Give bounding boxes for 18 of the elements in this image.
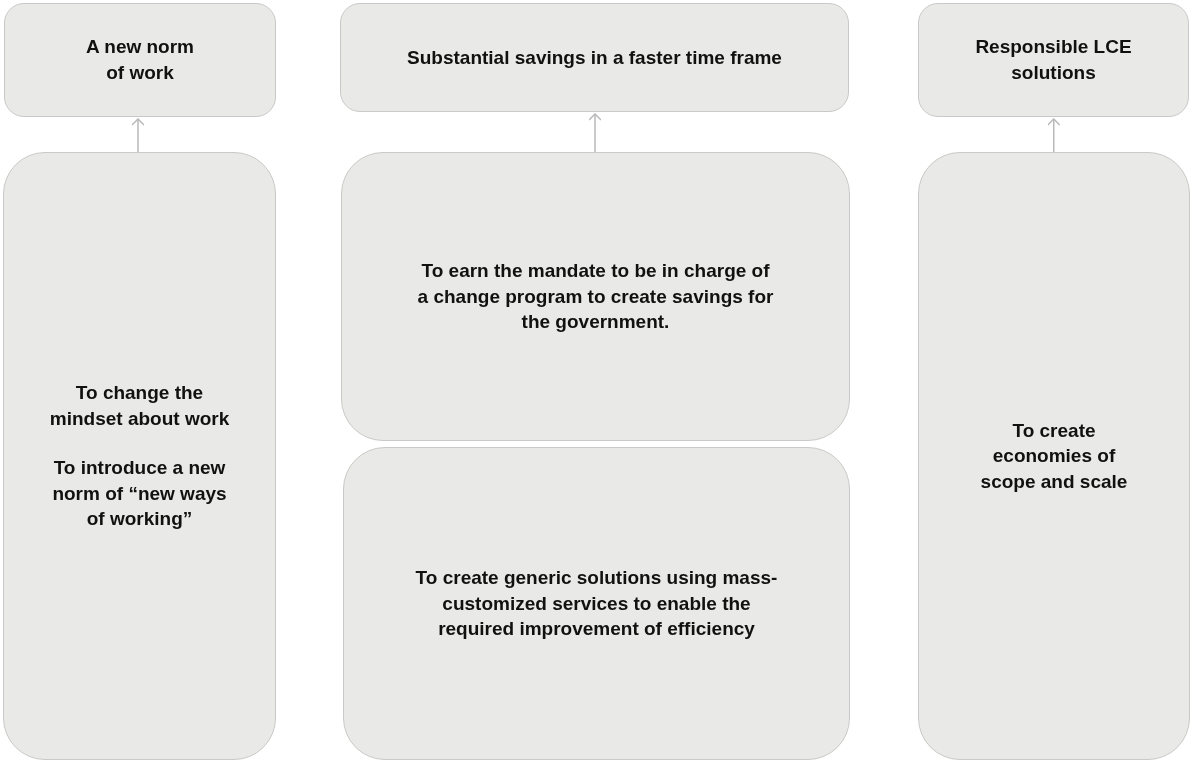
arrow	[131, 118, 145, 153]
box-text: To create generic solutions using mass-customized services to enable the required improvement of efficiency	[414, 566, 779, 642]
text-box	[3, 152, 276, 760]
box-text: Substantial savings in a faster time frame	[407, 45, 782, 70]
box-text: To introduce a new norm of “new ways of working”	[51, 456, 228, 532]
box-text: A new norm of work	[85, 35, 195, 85]
text-box	[340, 3, 849, 112]
text-box	[341, 152, 850, 441]
text-box	[918, 3, 1189, 117]
text-box	[918, 152, 1190, 760]
box-text: Responsible LCE solutions	[974, 35, 1133, 85]
arrow	[588, 113, 602, 153]
arrow	[1047, 118, 1061, 153]
text-box	[4, 3, 276, 117]
text-box	[343, 447, 850, 760]
box-text: To earn the mandate to be in charge of a change program to create savings for the government.	[417, 259, 774, 335]
box-text: To create economies of scope and scale	[979, 418, 1129, 494]
box-text: To change the mindset about work	[49, 380, 230, 431]
